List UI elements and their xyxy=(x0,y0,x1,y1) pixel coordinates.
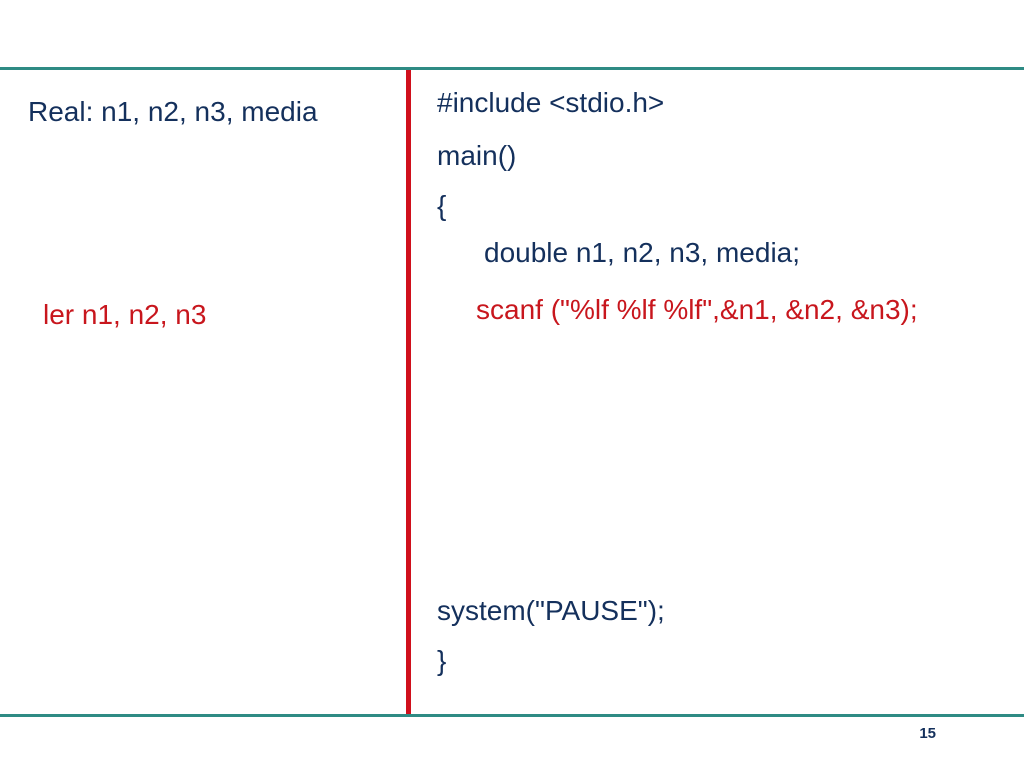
code-scanf-line: scanf ("%lf %lf %lf",&n1, &n2, &n3); xyxy=(476,294,918,325)
code-main-line: main() xyxy=(437,140,517,171)
page-number: 15 xyxy=(919,725,936,742)
code-open-brace: { xyxy=(437,190,447,221)
pseudocode-read: ler n1, n2, n3 xyxy=(43,299,207,330)
bottom-rule xyxy=(0,714,1024,717)
pseudocode-declaration: Real: n1, n2, n3, media xyxy=(28,96,318,127)
code-system-line: system("PAUSE"); xyxy=(437,595,665,626)
code-declaration-line: double n1, n2, n3, media; xyxy=(484,237,801,268)
code-include-line: #include <stdio.h> xyxy=(437,87,665,118)
top-rule xyxy=(0,67,1024,70)
code-close-brace: } xyxy=(437,645,447,676)
column-divider xyxy=(406,70,411,716)
